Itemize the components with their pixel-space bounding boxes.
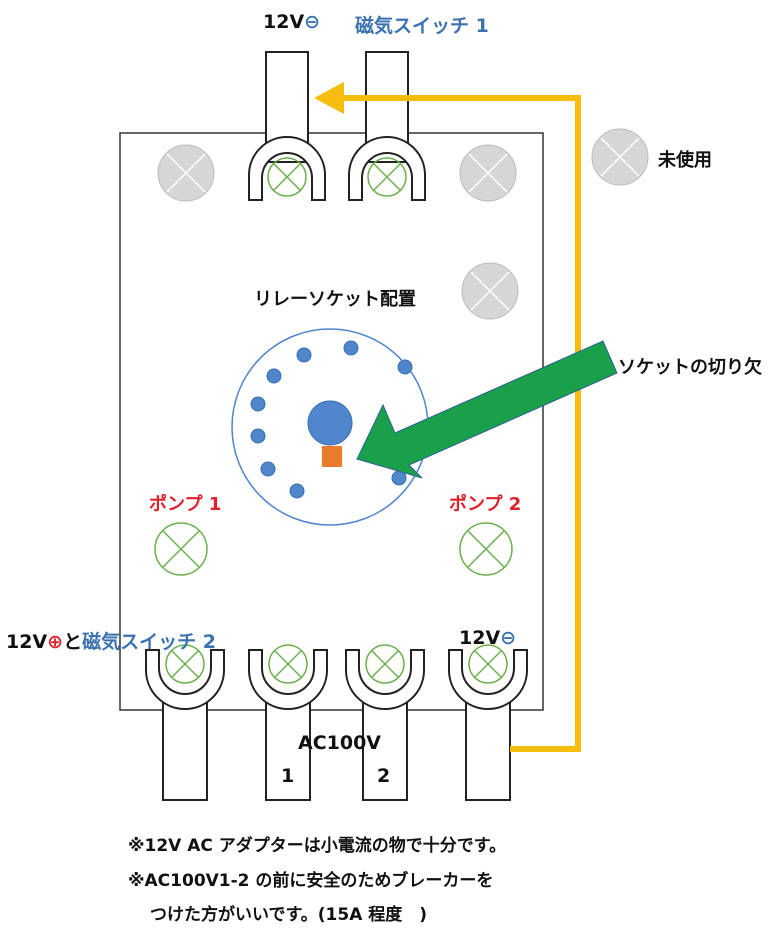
socket-notch: [322, 446, 342, 467]
unused-screw-mid-right: [461, 262, 519, 320]
bottom-terminal-1: [145, 644, 225, 710]
bottom-terminal-4: [448, 644, 528, 710]
yellow-jumper-wire: [340, 95, 581, 752]
top-terminal-1: [248, 136, 326, 201]
top-switch-label: 磁気スイッチ 1: [355, 15, 489, 37]
unused-legend-screw: [591, 128, 649, 186]
note-line-2: ※AC100V1-2 の前に安全のためブレーカーを: [128, 871, 494, 891]
bottom-terminal-2: [248, 644, 328, 710]
note-line-1: ※12V AC アダプターは小電流の物で十分です。: [128, 836, 507, 856]
pump1-label: ポンプ 1: [149, 494, 222, 515]
ac1-label: 1: [281, 765, 295, 787]
socket-title: リレーソケット配置: [254, 289, 416, 310]
note-line-3: つけた方がいいです。(15A 程度 ): [150, 905, 428, 925]
relay-socket: [231, 328, 429, 526]
socket-pins: [250, 340, 413, 499]
unused-screw-top-right: [459, 144, 517, 202]
bottom-wire-4: [465, 699, 511, 801]
pump2-label: ポンプ 2: [449, 494, 522, 515]
pump2-terminal: [459, 522, 513, 576]
unused-screw-top-left: [157, 144, 215, 202]
ac2-label: 2: [377, 765, 391, 787]
bottom-terminal-3: [345, 644, 425, 710]
notch-pointer-arrow: [356, 340, 618, 479]
top-left-voltage-label: 12V⊖: [263, 11, 321, 33]
notch-label: ソケットの切り欠: [618, 357, 762, 378]
top-terminal-2: [348, 136, 426, 201]
bottom-left-voltage-label: 12V⊕と磁気スイッチ 2: [6, 631, 216, 653]
yellow-arrowhead: [314, 82, 344, 114]
bottom-right-voltage-label: 12V⊖: [459, 627, 517, 649]
bottom-wire-1: [162, 699, 208, 801]
ac-label: AC100V: [298, 732, 382, 754]
pump1-terminal: [154, 522, 208, 576]
unused-label: 未使用: [658, 150, 712, 171]
bottom-wire-3: [362, 699, 408, 801]
